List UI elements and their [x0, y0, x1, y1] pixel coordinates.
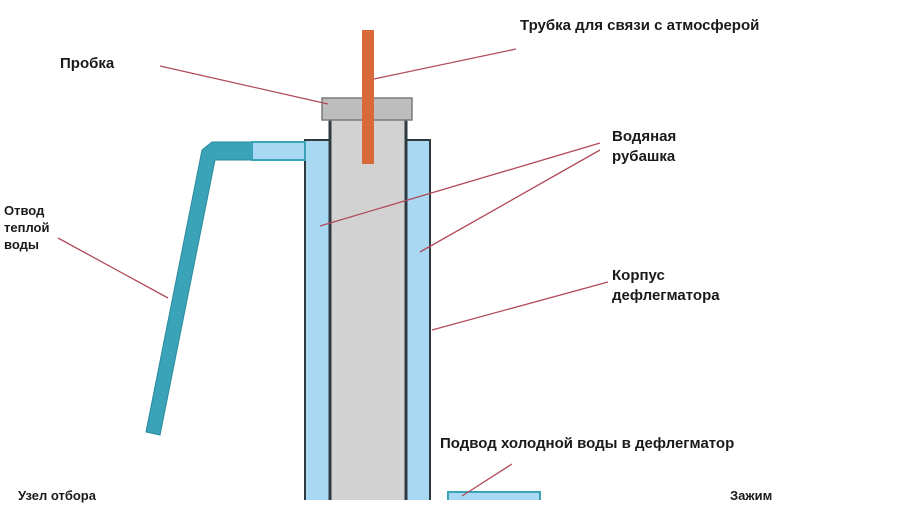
label-warm-water-outlet: Отвод теплой воды: [4, 203, 50, 252]
leader-cold-water: [461, 463, 513, 497]
leader-warm-water: [57, 237, 169, 299]
label-take-off-unit: Узел отбора: [18, 488, 96, 503]
leader-body: [431, 281, 609, 331]
warm-water-outlet-pipe: [145, 141, 306, 436]
leader-tube: [373, 48, 517, 80]
inner-tube: [328, 116, 408, 505]
label-atmosphere-tube: Трубка для связи с атмосферой: [520, 17, 760, 34]
label-deflegmator-body: Корпус дефлегматора: [612, 267, 720, 304]
outlet-pipe-joint: [251, 141, 306, 161]
leader-water-jacket-right: [419, 149, 601, 253]
leader-water-jacket-left: [319, 142, 601, 227]
leader-lines: [57, 48, 609, 497]
atmosphere-tube: [362, 30, 374, 164]
label-plug: Пробка: [60, 55, 115, 72]
leader-plug: [159, 65, 329, 105]
label-cold-water-inlet: Подвод холодной воды в дефлегматор: [440, 435, 735, 452]
label-water-jacket: Водяная рубашка: [612, 128, 677, 165]
cold-water-inlet-pipe: [447, 491, 541, 505]
label-clamp: Зажим: [730, 488, 773, 503]
